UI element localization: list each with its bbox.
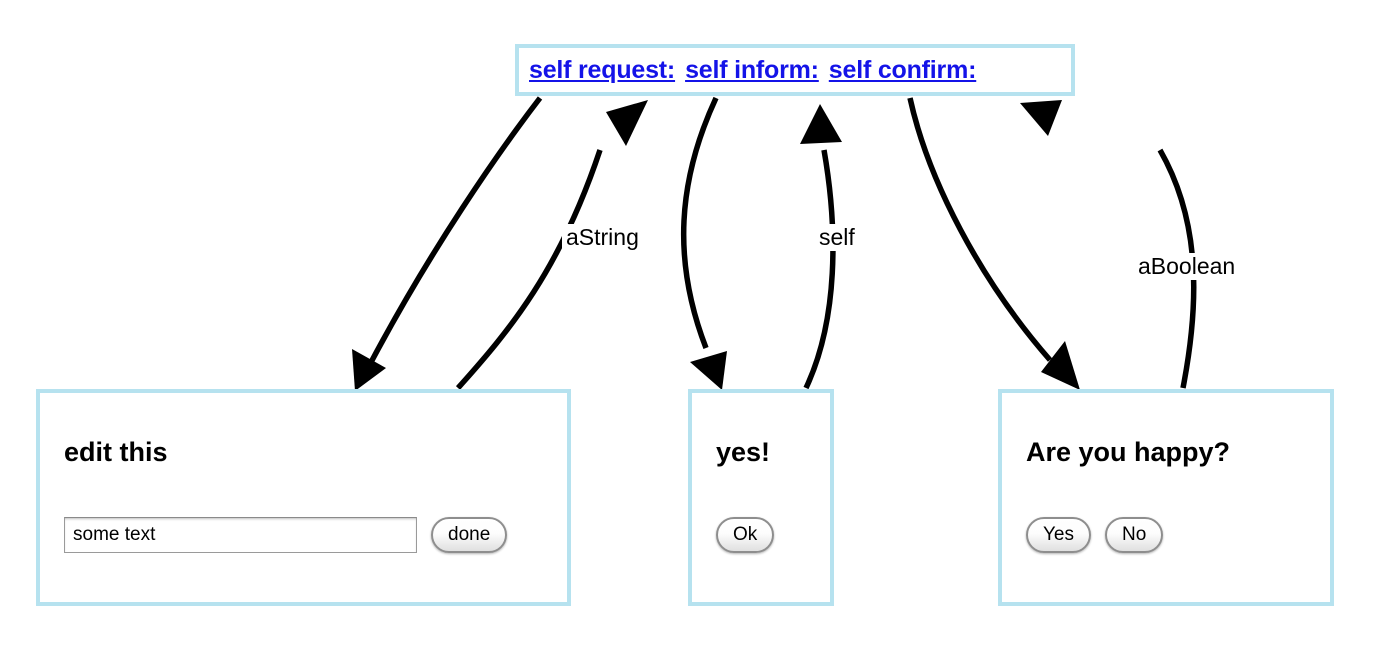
selector-link-inform[interactable]: self inform:	[685, 55, 819, 84]
selector-link-confirm[interactable]: self confirm:	[828, 55, 977, 84]
dialog-title-edit: edit this	[64, 437, 168, 467]
no-button[interactable]: No	[1105, 517, 1164, 553]
ok-button[interactable]: Ok	[716, 517, 775, 553]
arrowhead-confirm-to-happy	[1041, 341, 1080, 390]
edge-label-self: self	[815, 224, 859, 251]
text-input-edit[interactable]	[64, 517, 417, 553]
arrowhead-request-to-edit	[352, 349, 386, 391]
edge-request-to-edit	[365, 96, 543, 370]
dialog-row-inform: Ok	[716, 517, 775, 553]
edge-inform-to-yes	[680, 96, 719, 349]
arrowhead-inform-to-yes	[690, 351, 727, 390]
arrowhead-yes-to-inform	[800, 104, 842, 144]
edge-edit-to-request	[455, 149, 603, 390]
arrowhead-edit-to-request	[606, 100, 648, 146]
done-button[interactable]: done	[431, 517, 508, 553]
dialog-inform: yes! Ok	[688, 389, 834, 606]
edge-label-aboolean: aBoolean	[1134, 253, 1240, 280]
selector-message-box: self request: self inform: self confirm:	[515, 44, 1075, 96]
dialog-title-confirm: Are you happy?	[1026, 437, 1231, 467]
arrowhead-happy-to-confirm	[1020, 100, 1062, 136]
dialog-row-confirm: Yes No	[1026, 517, 1164, 553]
edge-confirm-to-happy	[907, 97, 1053, 362]
dialog-title-inform: yes!	[716, 437, 771, 467]
dialog-confirm: Are you happy? Yes No	[998, 389, 1334, 606]
edge-yes-to-inform	[803, 149, 836, 390]
dialog-row-edit: done	[64, 517, 508, 553]
edge-label-astring: aString	[562, 224, 643, 251]
selector-link-request[interactable]: self request:	[529, 55, 676, 84]
dialog-edit-this: edit this done	[36, 389, 571, 606]
yes-button[interactable]: Yes	[1026, 517, 1091, 553]
